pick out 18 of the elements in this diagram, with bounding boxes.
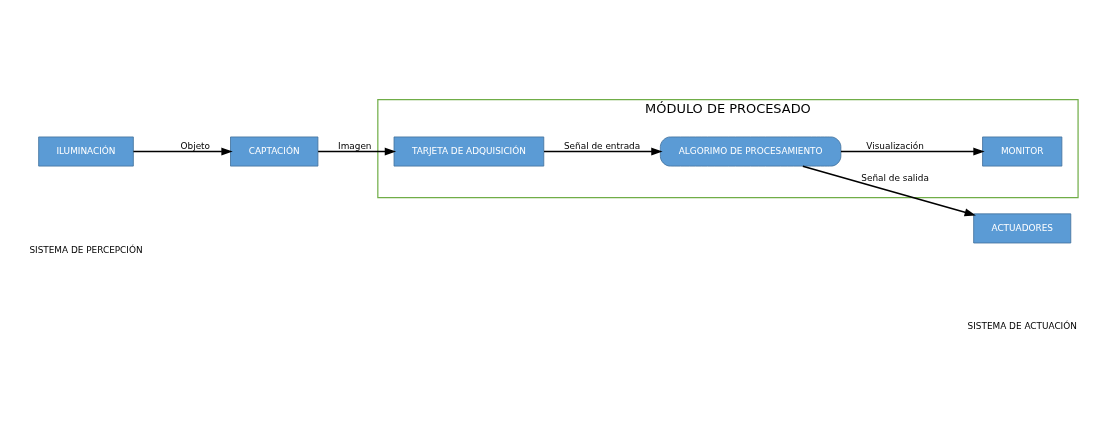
arrow [802,165,976,217]
arrow [840,147,985,156]
arrow [317,147,397,156]
arrow [132,147,233,156]
edge-label: Objeto [180,140,211,151]
node-box: ACTUADORES [973,213,1072,244]
edge-label: Visualización [866,140,924,151]
edge-label: Imagen [338,140,372,151]
label: SISTEMA DE PERCEPCIÓN [29,244,143,255]
node-box: ALGORIMO DE PROCESAMIENTO [659,136,842,167]
edge-label: Señal de entrada [563,140,641,151]
arrow [543,147,663,156]
node-box: TARJETA DE ADQUISICIÓN [393,136,545,167]
node-box: ILUMINACIÓN [38,136,134,167]
node-box: MONITOR [982,136,1063,167]
label: SISTEMA DE ACTUACIÓN [967,321,1077,332]
edge-label: Señal de salida [861,172,929,183]
node-box: CAPTACIÓN [230,136,319,167]
